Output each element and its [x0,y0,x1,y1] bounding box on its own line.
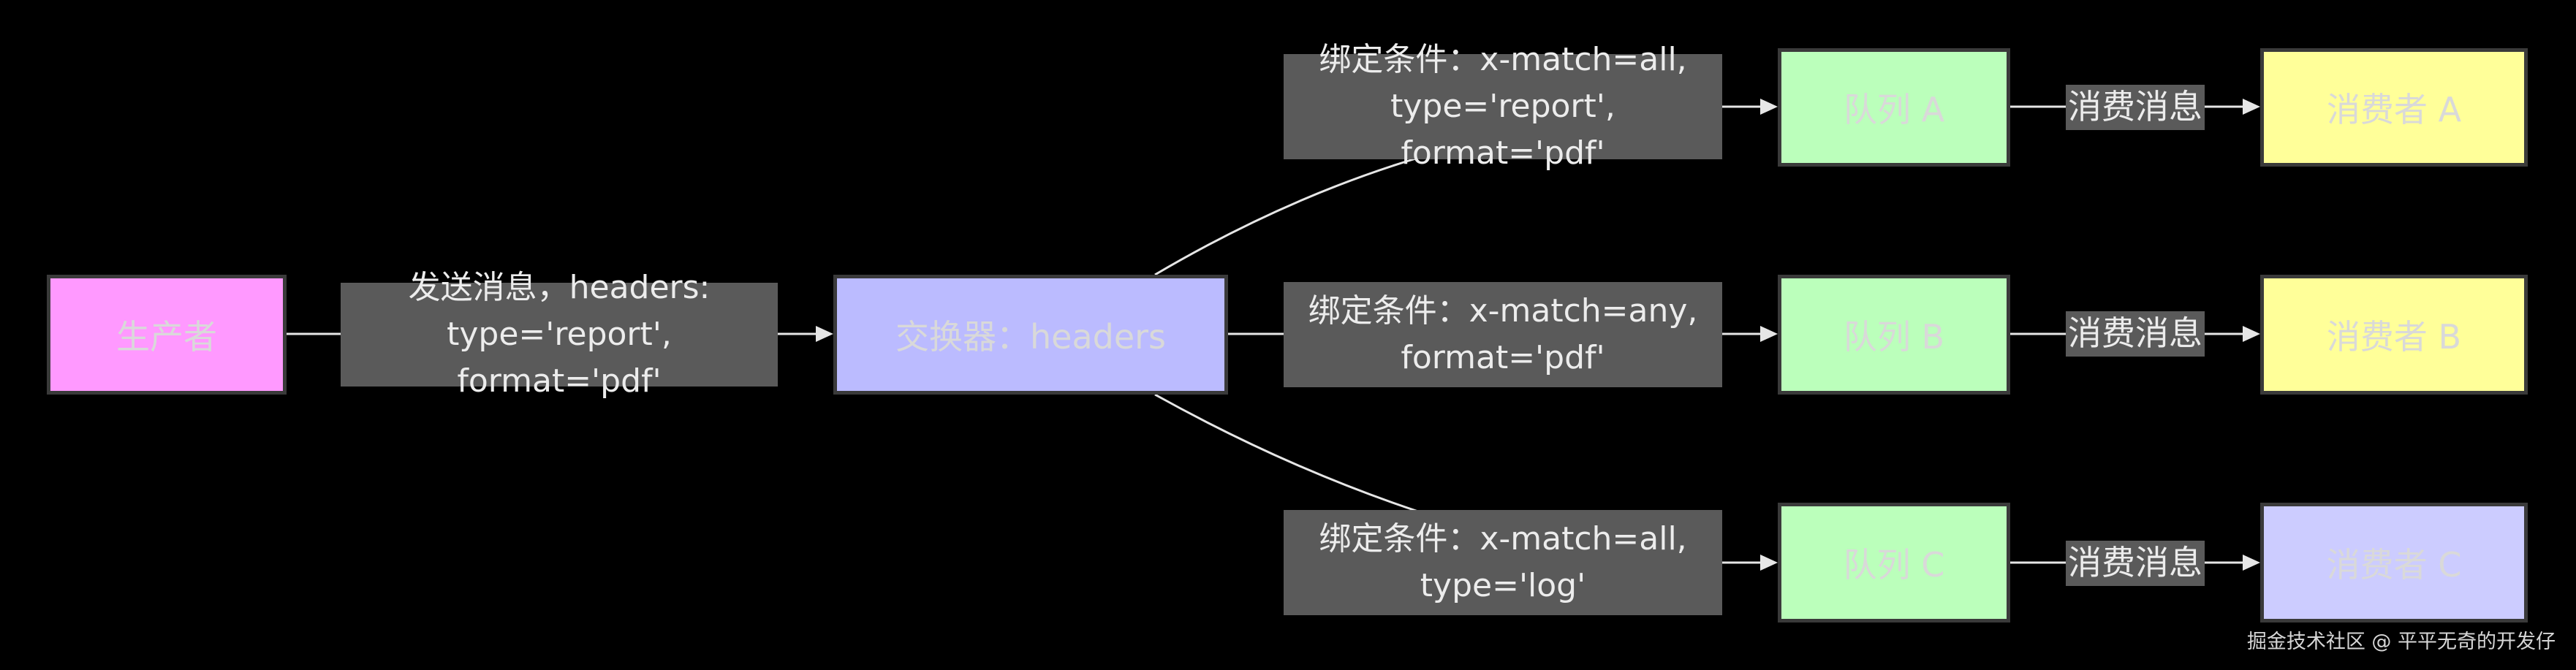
arrow-to-queue-c [1760,555,1778,571]
consume-a-label: 消费消息 [2066,85,2205,130]
consumer-c-node: 消费者 C [2260,503,2528,623]
arrow-to-consumer-b [2243,326,2260,342]
consumer-b-node: 消费者 B [2260,275,2528,395]
queue-b-node: 队列 B [1778,275,2010,395]
edge-exchange-bind-c [1154,393,1419,513]
arrow-to-consumer-c [2243,555,2260,571]
consume-c-label: 消费消息 [2066,541,2205,586]
consumer-a-node: 消费者 A [2260,48,2528,167]
watermark: 掘金技术社区 @ 平平无奇的开发仔 [2246,631,2556,653]
arrow-to-consumer-a [2243,99,2260,115]
binding-b-label: 绑定条件：x-match=any, format='pdf' [1284,282,1722,387]
producer-node: 生产者 [47,275,287,395]
binding-c-label: 绑定条件：x-match=all, type='log' [1284,510,1722,615]
edge-exchange-bind-a [1154,156,1419,276]
arrow-to-queue-b [1760,326,1778,342]
queue-c-node: 队列 C [1778,503,2010,623]
queue-a-node: 队列 A [1778,48,2010,167]
arrow-to-queue-a [1760,99,1778,115]
send-message-label: 发送消息，headers: type='report', format='pdf… [341,269,778,400]
binding-a-label: 绑定条件：x-match=all, type='report', format=… [1284,41,1722,172]
arrow-to-exchange [816,326,833,342]
consume-b-label: 消费消息 [2066,311,2205,357]
exchange-node: 交换器：headers [833,275,1228,395]
